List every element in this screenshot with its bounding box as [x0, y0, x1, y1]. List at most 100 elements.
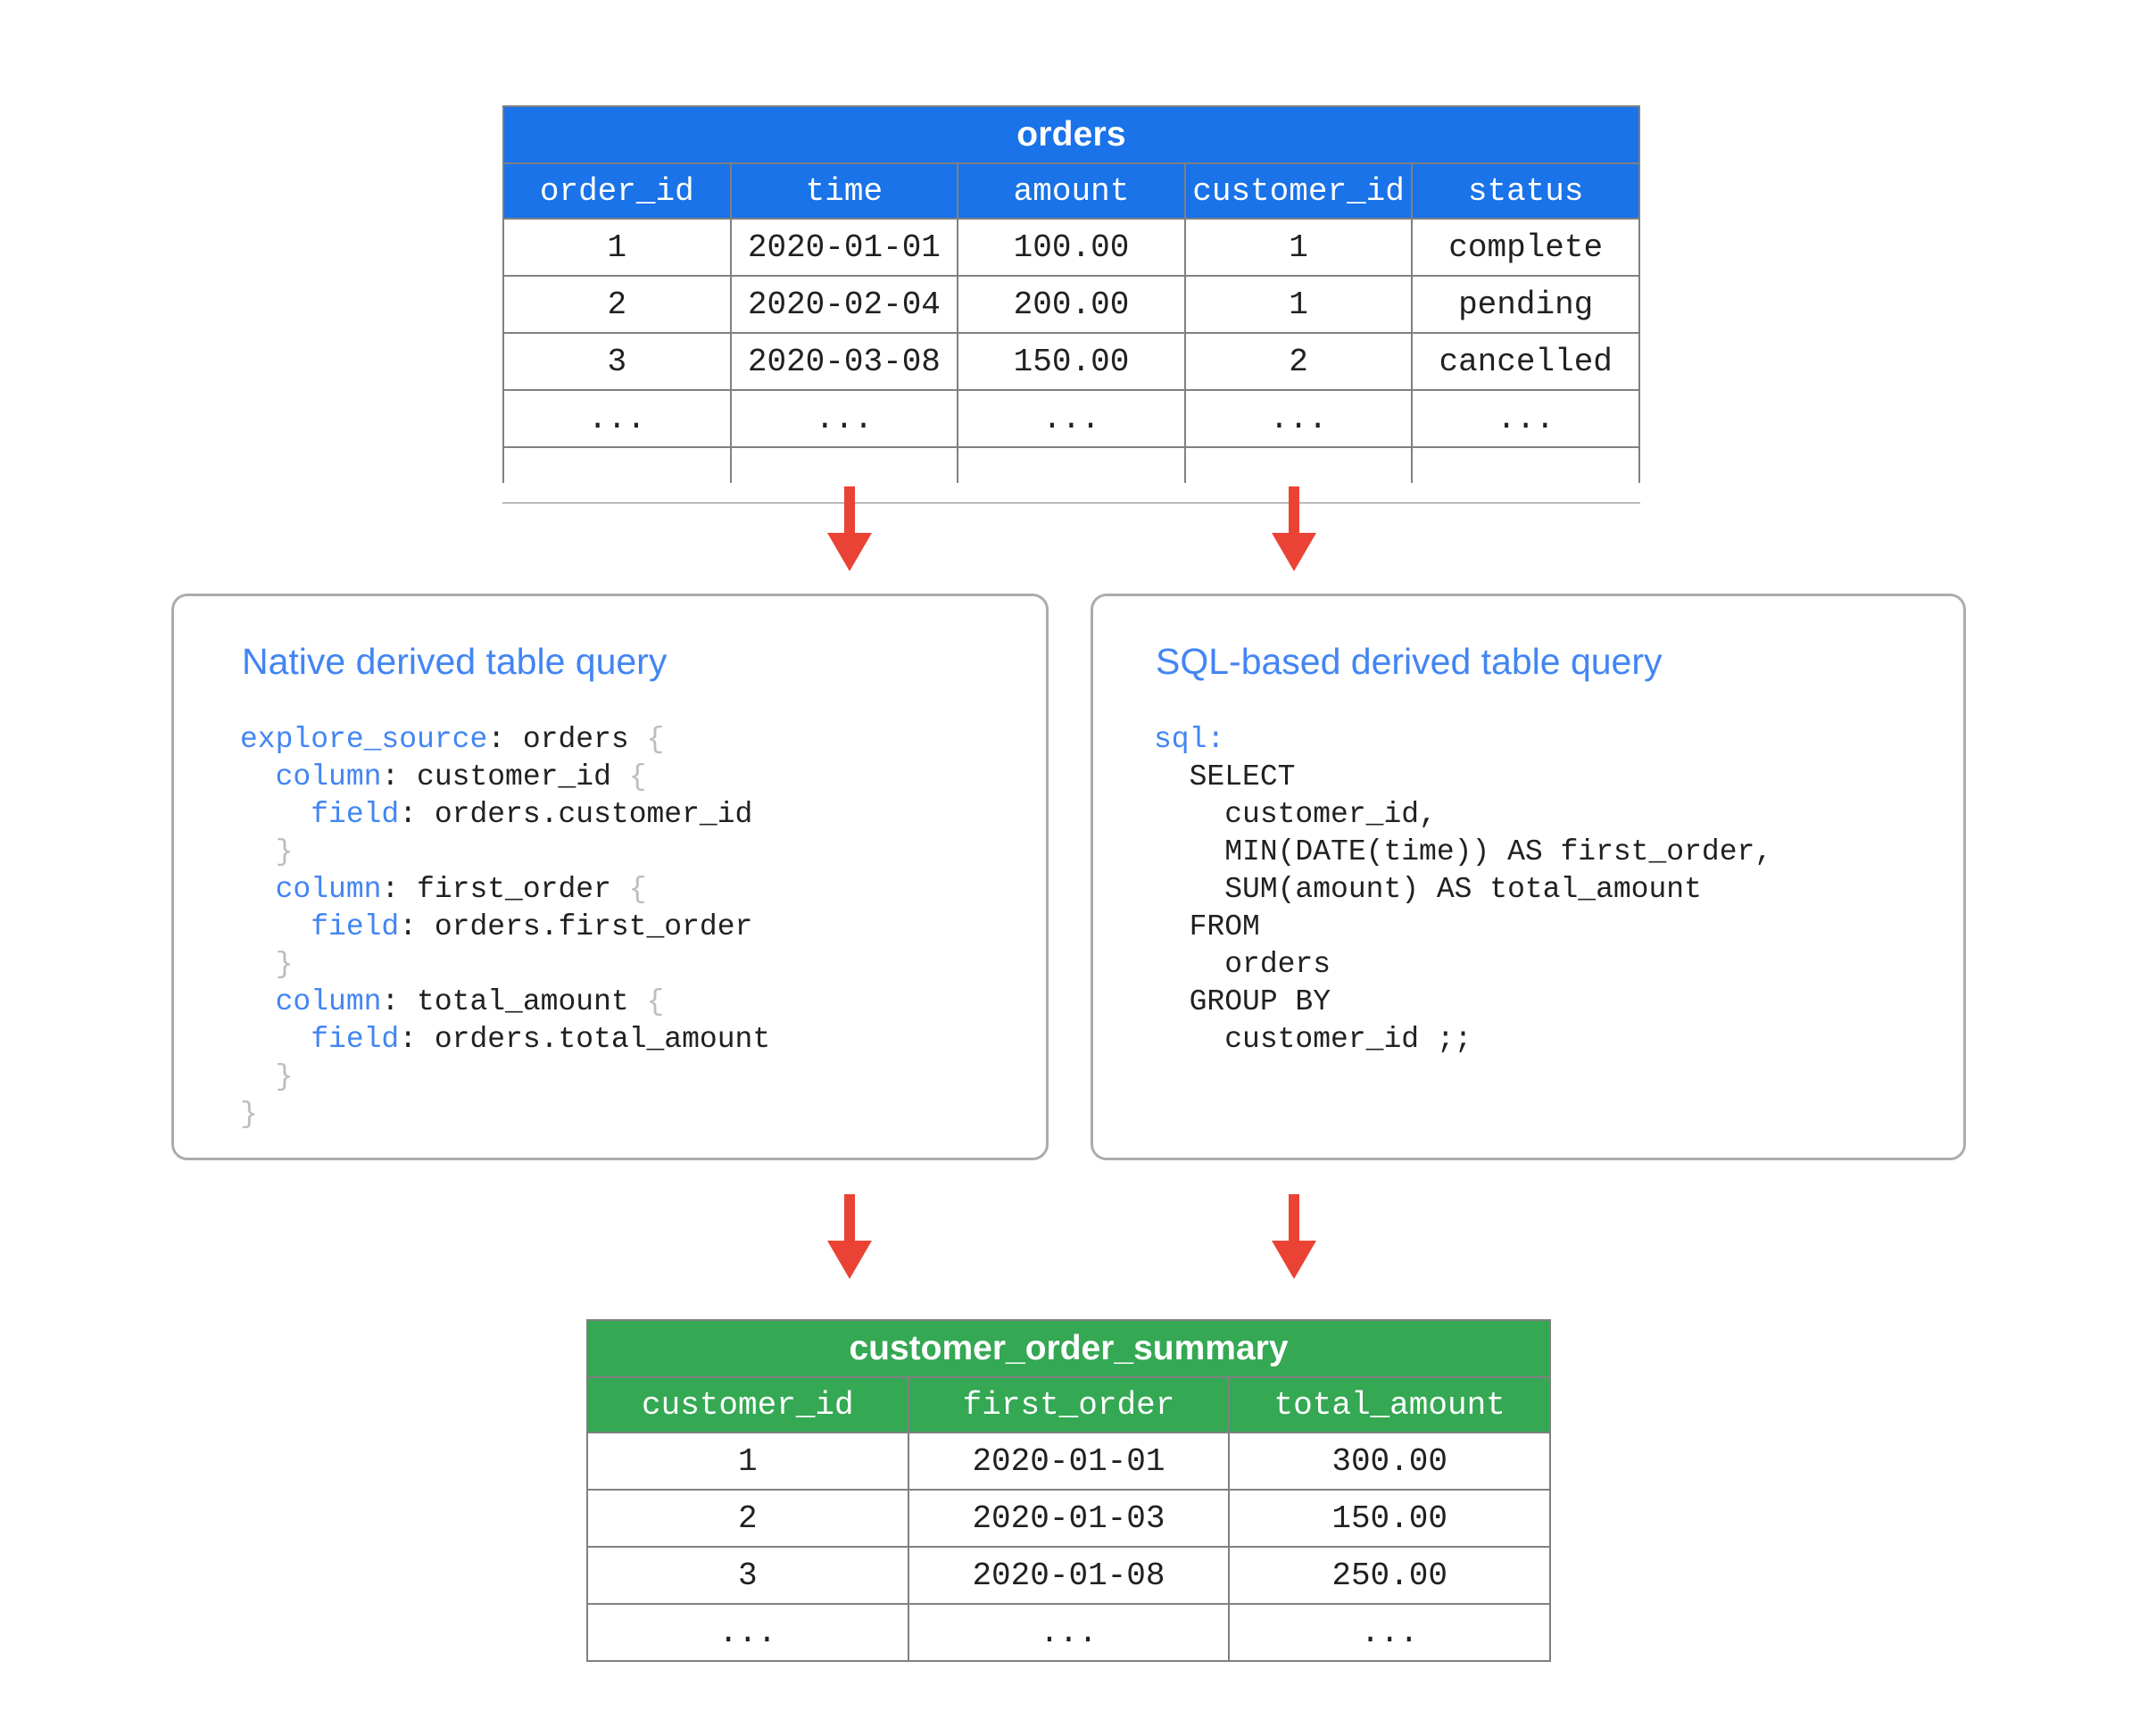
- code-token: column: [275, 873, 382, 906]
- code-line: explore_source: orders {: [240, 721, 770, 759]
- arrow-native-to-summary: [827, 1194, 872, 1279]
- orders-cell-customer-id: 1: [1183, 275, 1414, 334]
- code-line: field: orders.total_amount: [240, 1021, 770, 1059]
- orders-cell-amount: 100.00: [957, 218, 1186, 277]
- code-token: SUM(amount) AS total_amount: [1154, 873, 1702, 906]
- code-token: {: [628, 873, 647, 906]
- code-line: GROUP BY: [1154, 984, 1772, 1021]
- code-token: column: [275, 985, 382, 1018]
- summary-cell-total-amount: ...: [1228, 1603, 1551, 1662]
- code-line: customer_id,: [1154, 796, 1772, 834]
- table-row: 2 2020-02-04 200.00 1 pending: [502, 275, 1640, 334]
- summary-cell-total-amount: 300.00: [1228, 1432, 1551, 1491]
- code-token: GROUP BY: [1154, 985, 1331, 1018]
- code-token: column: [275, 760, 382, 793]
- table-row: 3 2020-01-08 250.00: [586, 1546, 1551, 1605]
- code-token: sql:: [1154, 723, 1225, 756]
- summary-cell-total-amount: 250.00: [1228, 1546, 1551, 1605]
- code-line: }: [240, 834, 770, 871]
- orders-table-body: orders order_id time amount customer_id …: [502, 105, 1640, 503]
- orders-cell-amount: ...: [957, 389, 1186, 448]
- sql-derived-table-code: sql: SELECT customer_id, MIN(DATE(time))…: [1154, 721, 1772, 1059]
- sql-card-title: SQL-based derived table query: [1156, 641, 1663, 682]
- code-token: : orders.customer_id: [399, 798, 753, 831]
- orders-cell-status: pending: [1411, 275, 1640, 334]
- orders-cell-order-id: 3: [502, 332, 732, 391]
- table-row: 1 2020-01-01 100.00 1 complete: [502, 218, 1640, 277]
- summary-table-title-row: customer_order_summary: [586, 1319, 1551, 1378]
- code-line: orders: [1154, 946, 1772, 984]
- code-token: field: [311, 798, 400, 831]
- arrow-orders-to-native: [827, 486, 872, 571]
- code-token: : orders.total_amount: [399, 1023, 771, 1056]
- summary-table-header-row: customer_id first_order total_amount: [586, 1376, 1551, 1433]
- arrow-sql-to-summary: [1272, 1194, 1316, 1279]
- code-token: [240, 1060, 276, 1093]
- summary-column-header-first-order: first_order: [907, 1376, 1231, 1433]
- orders-cell-customer-id: 1: [1183, 218, 1414, 277]
- sql-derived-table-card: SQL-based derived table query sql: SELEC…: [1091, 594, 1966, 1160]
- code-token: field: [311, 910, 400, 943]
- code-token: [240, 910, 311, 943]
- code-line: column: customer_id {: [240, 759, 770, 796]
- native-derived-table-code: explore_source: orders { column: custome…: [240, 721, 770, 1134]
- code-line: FROM: [1154, 909, 1772, 946]
- code-token: }: [275, 835, 294, 868]
- code-token: customer_id,: [1154, 798, 1437, 831]
- code-token: {: [646, 723, 665, 756]
- orders-cell-order-id: 2: [502, 275, 732, 334]
- arrow-orders-to-sql: [1272, 486, 1316, 571]
- summary-cell-customer-id: 1: [586, 1432, 909, 1491]
- summary-cell-first-order: 2020-01-08: [907, 1546, 1231, 1605]
- native-derived-table-card: Native derived table query explore_sourc…: [171, 594, 1049, 1160]
- code-line: SUM(amount) AS total_amount: [1154, 871, 1772, 909]
- summary-cell-first-order: 2020-01-03: [907, 1489, 1231, 1548]
- code-token: customer_id ;;: [1154, 1023, 1472, 1056]
- orders-cell-status: cancelled: [1411, 332, 1640, 391]
- code-line: customer_id ;;: [1154, 1021, 1772, 1059]
- orders-cell-amount: 200.00: [957, 275, 1186, 334]
- native-card-title: Native derived table query: [242, 641, 668, 682]
- summary-cell-customer-id: ...: [586, 1603, 909, 1662]
- orders-table-title: orders: [502, 105, 1640, 164]
- code-token: MIN(DATE(time)) AS first_order,: [1154, 835, 1773, 868]
- table-row: 1 2020-01-01 300.00: [586, 1432, 1551, 1491]
- code-token: [240, 873, 276, 906]
- orders-cell-customer-id: ...: [1183, 389, 1414, 448]
- code-line: }: [240, 1096, 770, 1134]
- orders-cell-order-id: 1: [502, 218, 732, 277]
- code-token: : total_amount: [381, 985, 647, 1018]
- orders-cell-amount: 150.00: [957, 332, 1186, 391]
- code-token: SELECT: [1154, 760, 1296, 793]
- code-token: : customer_id: [381, 760, 629, 793]
- orders-table-clip-mask: [0, 483, 2140, 503]
- summary-cell-first-order: 2020-01-01: [907, 1432, 1231, 1491]
- orders-column-header-customer-id: customer_id: [1183, 162, 1414, 220]
- code-token: [240, 798, 311, 831]
- orders-cell-customer-id: 2: [1183, 332, 1414, 391]
- code-line: column: total_amount {: [240, 984, 770, 1021]
- table-row: 3 2020-03-08 150.00 2 cancelled: [502, 332, 1640, 391]
- code-line: MIN(DATE(time)) AS first_order,: [1154, 834, 1772, 871]
- orders-cell-time: 2020-01-01: [729, 218, 959, 277]
- code-line: sql:: [1154, 721, 1772, 759]
- code-line: SELECT: [1154, 759, 1772, 796]
- code-token: {: [628, 760, 647, 793]
- summary-cell-total-amount: 150.00: [1228, 1489, 1551, 1548]
- summary-table-body: customer_order_summary customer_id first…: [586, 1319, 1551, 1662]
- code-line: }: [240, 1059, 770, 1096]
- code-token: [240, 1023, 311, 1056]
- orders-column-header-order-id: order_id: [502, 162, 732, 220]
- code-token: [240, 835, 276, 868]
- orders-cell-time: 2020-03-08: [729, 332, 959, 391]
- table-row: 2 2020-01-03 150.00: [586, 1489, 1551, 1548]
- code-token: }: [240, 1098, 258, 1131]
- table-row-ellipsis: ... ... ... ... ...: [502, 389, 1640, 448]
- code-token: FROM: [1154, 910, 1260, 943]
- code-token: explore_source: [240, 723, 488, 756]
- code-token: : orders.first_order: [399, 910, 753, 943]
- code-line: field: orders.customer_id: [240, 796, 770, 834]
- customer-order-summary-table: customer_order_summary customer_id first…: [586, 1319, 1551, 1662]
- code-token: field: [311, 1023, 400, 1056]
